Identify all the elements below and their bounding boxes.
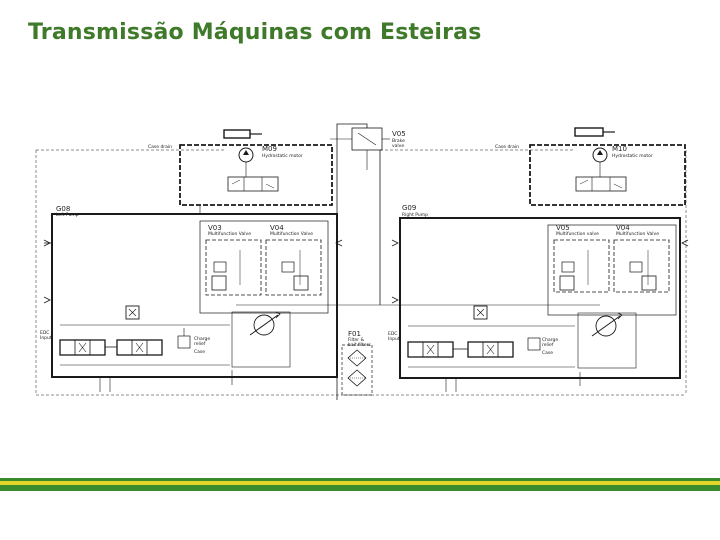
footer-stripes [0,478,720,492]
brake-valve-code: V05 [392,130,406,138]
edc-left-l2: Input [40,335,52,341]
filter-block [341,344,373,396]
edc-left-l1: EDC [40,330,49,336]
right-motor-code: M10 [612,145,627,153]
footer-band-green-bottom [0,485,720,491]
right-pump-code: G09 [402,204,416,212]
brake-valve-desc1: Brake [392,138,405,144]
filter-desc2: bait filters [348,342,372,348]
charge-left-case: Case [194,349,205,355]
charge-right-l1: Charge [542,337,558,343]
slide-title: Transmissão Máquinas com Esteiras [28,20,482,45]
left-valve-b-desc: Multifunction Valve [270,231,313,237]
brake-valve [351,127,390,151]
right-valve-b-code: V04 [616,224,630,232]
right-valve-a-desc: Multifunction valve [556,231,599,237]
charge-right-l2: relief [542,342,554,348]
filter-code: F01 [348,330,361,338]
filter-desc1: Filter & [348,337,365,343]
left-valve-a-code: V03 [208,224,222,232]
brake-valve-desc2: valve [392,143,404,149]
right-valve-a-code: V05 [556,224,570,232]
charge-right-case: Case [542,350,553,356]
charge-left-l1: Charge [194,336,210,342]
right-motor-desc: Hydrostatic motor [612,153,653,159]
left-motor [179,129,333,206]
edc-right-l1: EDC [388,331,397,337]
left-motor-code: M09 [262,145,277,153]
left-pump-housing [43,213,343,392]
left-pump-desc: Left Pump [56,212,79,218]
left-pump-code: G08 [56,205,70,213]
left-valve-a-desc: Multifunction Valve [208,231,251,237]
left-valve-b-code: V04 [270,224,284,232]
left-motor-desc: Hydrostatic motor [262,153,303,159]
right-case-drain: Case drain [495,144,519,150]
footer-band-green-top [0,478,720,481]
right-pump-desc: Right Pump [402,212,428,218]
right-motor [529,127,686,206]
left-case-drain: Case drain [148,144,172,150]
footer-band-yellow [0,481,720,485]
edc-right-l2: Input [388,336,400,342]
right-pump-housing [391,217,689,392]
charge-left-l2: relief [194,341,206,347]
right-valve-b-desc: Multifunction Valve [616,231,659,237]
